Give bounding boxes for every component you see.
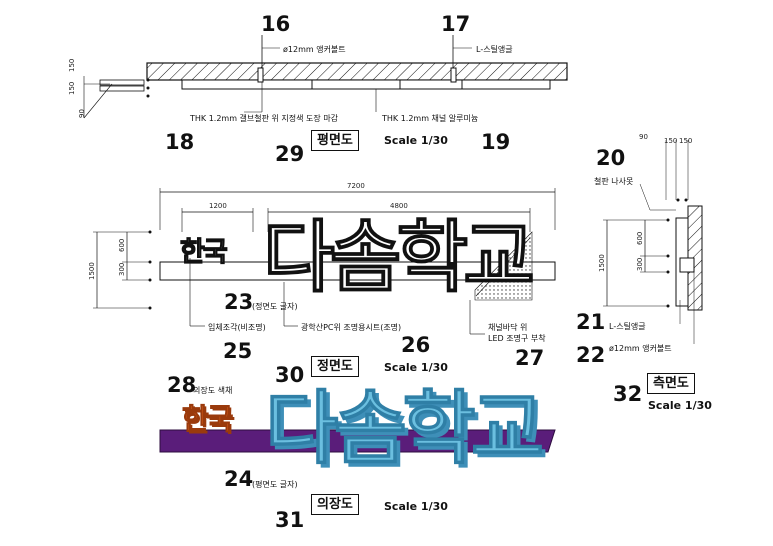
callout-19: 19 bbox=[481, 130, 511, 154]
elev-dim-600: 600 bbox=[118, 238, 126, 252]
callout-26: 26 bbox=[401, 333, 431, 357]
elev-sign-small: 한국 bbox=[179, 236, 228, 268]
elev-scale: Scale 1/30 bbox=[384, 361, 448, 374]
callout-18: 18 bbox=[165, 130, 195, 154]
callout-16: 16 bbox=[261, 12, 291, 36]
side-dim-150b: 150 bbox=[679, 137, 693, 145]
callout-25: 25 bbox=[223, 339, 253, 363]
plan-dim-150a: 150 bbox=[68, 81, 76, 95]
design-sign-small: 한국 bbox=[181, 402, 233, 437]
side-dim-300: 300 bbox=[636, 257, 644, 271]
plan-channel-note: THK 1.2mm 채널 알루미늄 bbox=[382, 114, 479, 123]
elev-label-26: 광학산PC위 조명용시트(조명) bbox=[301, 323, 402, 332]
design-sign-large: 다솜학교 bbox=[264, 382, 544, 476]
side-dim-90: 90 bbox=[639, 133, 648, 141]
callout-24: 24 bbox=[224, 467, 254, 491]
side-view bbox=[603, 140, 703, 344]
design-n28-note: 의장도 색채 bbox=[193, 386, 233, 395]
side-dim-600: 600 bbox=[636, 231, 644, 245]
design-view bbox=[159, 429, 556, 453]
callout-32: 32 bbox=[613, 382, 643, 406]
design-n24-note: (평면도 글자) bbox=[252, 480, 298, 489]
plan-view bbox=[83, 35, 568, 119]
side-steel-screw-label: 철판 나사못 bbox=[594, 177, 634, 186]
front-elevation bbox=[93, 188, 556, 335]
callout-21: 21 bbox=[576, 310, 606, 334]
plan-dim-90: 90 bbox=[78, 109, 86, 118]
callout-20: 20 bbox=[596, 146, 626, 170]
callout-28: 28 bbox=[167, 373, 197, 397]
callout-23: 23 bbox=[224, 290, 254, 314]
plan-galvanized-note: THK 1.2mm 갤브철판 위 지정색 도장 마감 bbox=[190, 114, 339, 123]
elev-dim-right: 4800 bbox=[390, 202, 408, 210]
plan-title: 평면도 bbox=[311, 130, 359, 151]
plan-wall bbox=[146, 62, 568, 81]
plan-steel-angle-label: L-스틸앵글 bbox=[476, 45, 513, 54]
elev-dim-300: 300 bbox=[118, 262, 126, 276]
design-scale: Scale 1/30 bbox=[384, 500, 448, 513]
callout-27: 27 bbox=[515, 346, 545, 370]
side-scale: Scale 1/30 bbox=[648, 399, 712, 412]
side-steel-angle-label: L-스틸앵글 bbox=[609, 322, 646, 331]
elev-label-25: 입체조각(비조명) bbox=[208, 323, 266, 332]
elev-title: 정면도 bbox=[311, 356, 359, 377]
callout-22: 22 bbox=[576, 343, 606, 367]
side-title: 측면도 bbox=[647, 373, 695, 394]
callout-31: 31 bbox=[275, 508, 305, 532]
side-dim-150a: 150 bbox=[664, 137, 678, 145]
plan-scale: Scale 1/30 bbox=[384, 134, 448, 147]
elev-dim-total: 7200 bbox=[347, 182, 365, 190]
plan-anchor-bolt-label: ø12mm 앵커볼트 bbox=[283, 45, 346, 54]
callout-30: 30 bbox=[275, 363, 305, 387]
plan-dim-150b: 150 bbox=[68, 58, 76, 72]
callout-29: 29 bbox=[275, 142, 305, 166]
side-anchor-bolt-label: ø12mm 앵커볼트 bbox=[609, 344, 672, 353]
elev-label-27b: LED 조명구 부착 bbox=[488, 334, 546, 343]
elev-n23-note: (정면도 글자) bbox=[252, 302, 298, 311]
elev-sign-large: 다솜학교 bbox=[262, 212, 535, 303]
elev-dim-h-total: 1500 bbox=[88, 262, 96, 280]
callout-17: 17 bbox=[441, 12, 471, 36]
elev-dim-left: 1200 bbox=[209, 202, 227, 210]
side-dim-1500: 1500 bbox=[598, 254, 606, 272]
design-title: 의장도 bbox=[311, 494, 359, 515]
elev-label-27a: 채널바닥 위 bbox=[488, 323, 528, 332]
